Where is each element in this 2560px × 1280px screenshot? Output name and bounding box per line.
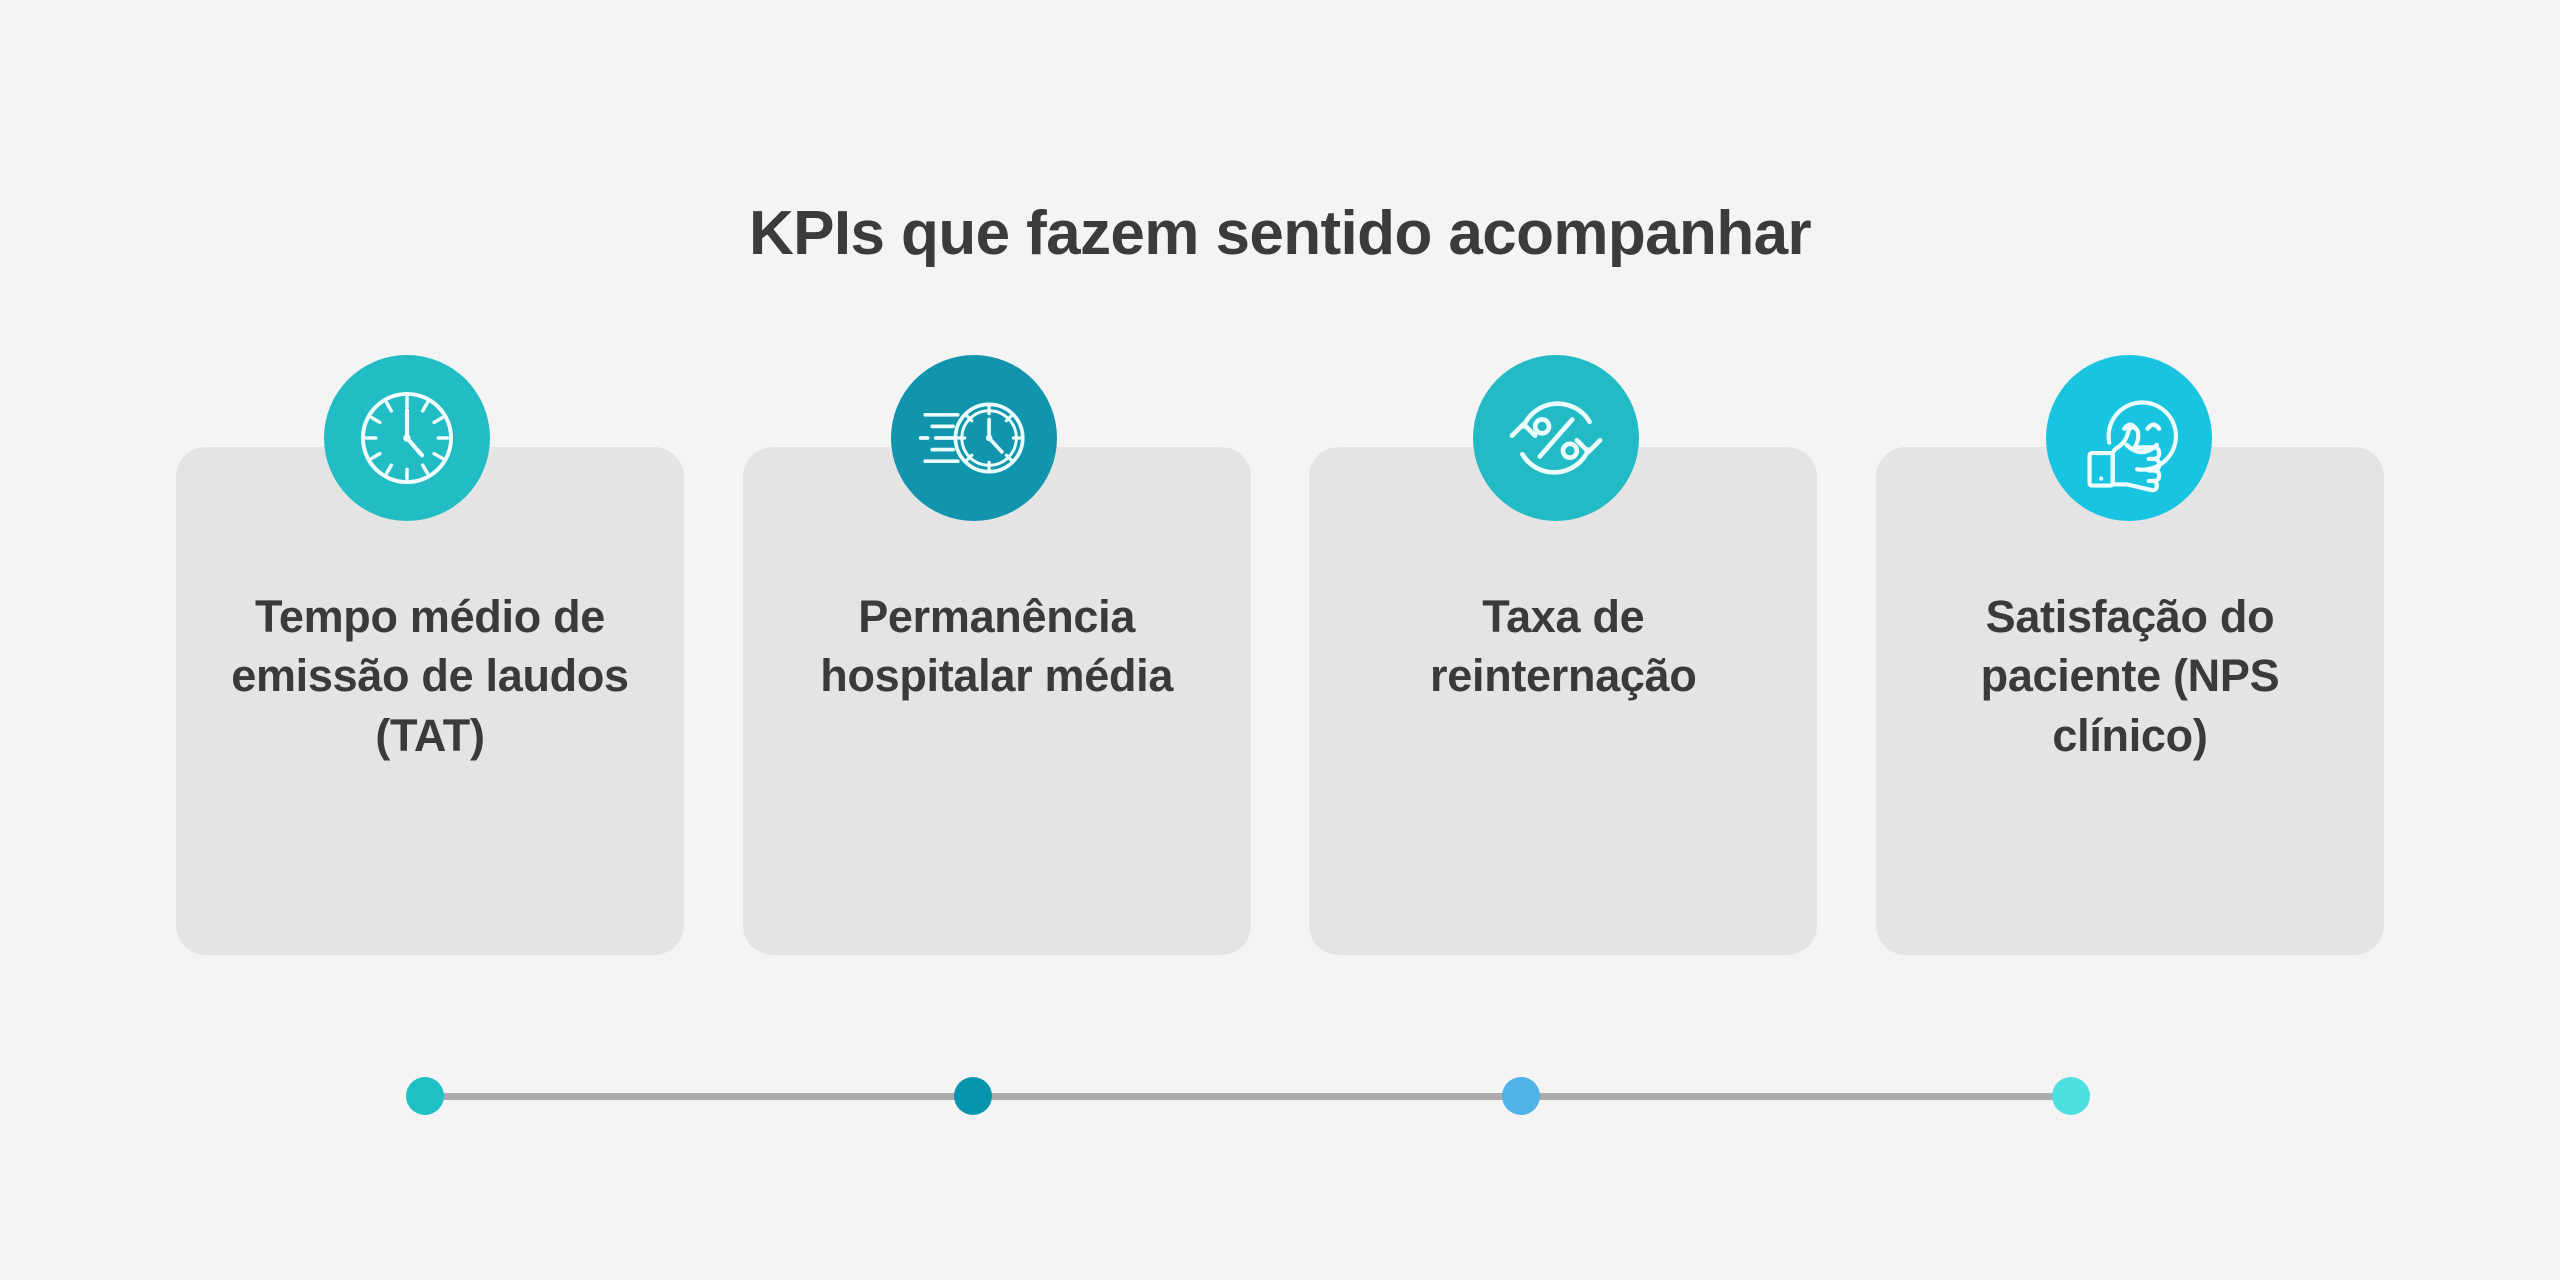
kpi-card-label: Satisfação do paciente (NPS clínico) xyxy=(1980,591,2280,761)
fast-clock-icon xyxy=(890,355,1057,521)
thumbs-up-smiley-icon xyxy=(2045,355,2212,521)
timeline-progress xyxy=(406,1077,2090,1115)
kpi-card-permanencia[interactable]: Permanência hospitalar média xyxy=(742,355,1251,955)
timeline-dot-3[interactable] xyxy=(1502,1077,1540,1115)
clock-icon xyxy=(324,355,490,521)
kpi-card-label: Permanência hospitalar média xyxy=(820,591,1174,702)
timeline-dot-4[interactable] xyxy=(2052,1077,2090,1115)
page-title: KPIs que fazem sentido acompanhar xyxy=(748,199,1812,268)
timeline-line xyxy=(424,1093,2072,1100)
kpi-card-reinternacao[interactable]: Taxa de reinternação xyxy=(1309,355,1818,955)
kpi-card-tempo-medio[interactable]: Tempo médio de emissão de laudos (TAT) xyxy=(176,355,684,955)
kpi-card-row: Tempo médio de emissão de laudos (TAT) xyxy=(176,355,2384,955)
kpi-card-satisfacao[interactable]: Satisfação do paciente (NPS clínico) xyxy=(1875,355,2384,955)
timeline-dot-1[interactable] xyxy=(406,1077,444,1115)
kpi-card-label: Taxa de reinternação xyxy=(1430,591,1697,702)
percent-refresh-icon xyxy=(1473,355,1640,521)
kpi-card-label: Tempo médio de emissão de laudos (TAT) xyxy=(231,591,629,761)
timeline-dot-2[interactable] xyxy=(954,1077,992,1115)
